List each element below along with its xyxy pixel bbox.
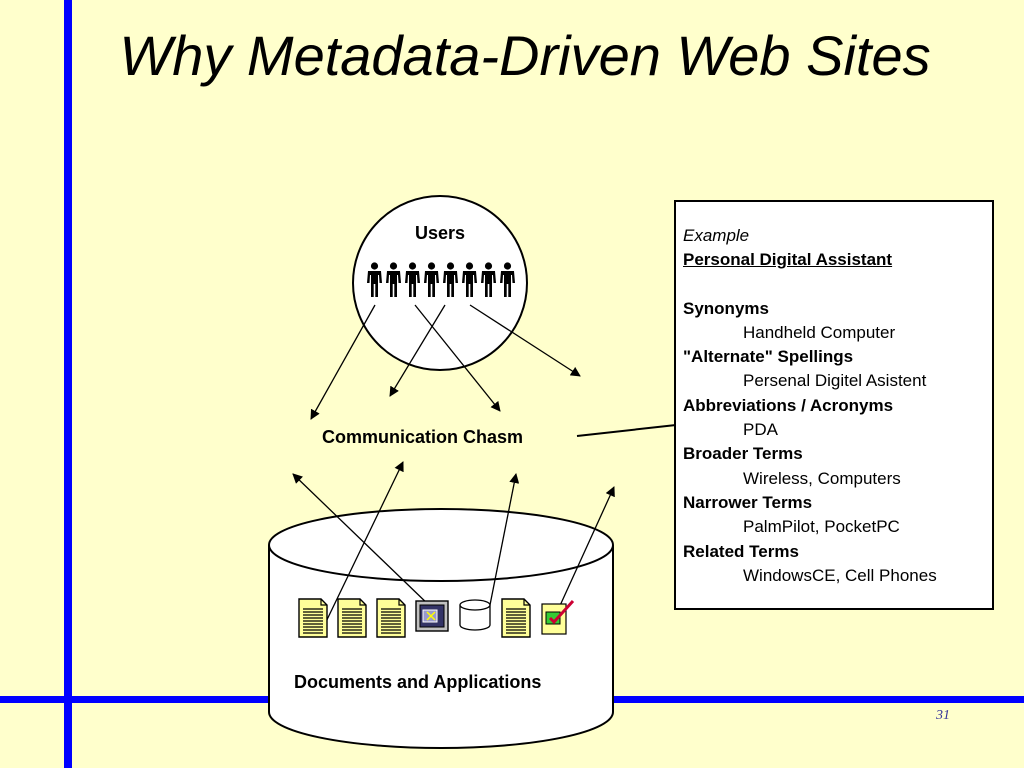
example-heading: Personal Digital Assistant [683,250,893,270]
page-number: 31 [936,708,950,723]
document-icon [337,598,367,638]
arrow-users-to-chasm-left [310,304,376,420]
document-icon [298,598,328,638]
example-term: "Alternate" Spellings [683,347,854,367]
example-term: Synonyms [683,298,769,318]
document-icon [376,598,406,638]
example-spacer [683,273,984,297]
repository-cylinder [268,508,614,749]
application-window-icon [415,598,449,632]
people-group [365,262,517,298]
example-caption: Example [683,226,750,245]
arrow-app-to-chasm-left [292,473,433,609]
example-term-value: Wireless, Computers [743,468,901,488]
example-box: Example Personal Digital Assistant Synon… [674,200,994,610]
example-term-value: PalmPilot, PocketPC [743,517,900,537]
connector-to-example [576,424,677,437]
document-icon [501,598,531,638]
arrow-doc-to-chasm [322,461,404,629]
example-term-value: WindowsCE, Cell Phones [743,565,937,585]
example-term-value: Persenal Digitel Asistent [743,371,927,391]
database-icon [458,598,492,632]
example-term: Abbreviations / Acronyms [683,395,894,415]
example-term: Narrower Terms [683,492,813,512]
vertical-accent-bar [64,0,72,768]
person-icon [441,262,460,298]
arrow-check-to-chasm [557,486,615,611]
arrow-db-to-chasm [487,473,520,616]
arrow-users-to-edge [469,304,581,377]
arrow-users-to-chasm-right [414,304,501,412]
example-term-value: Handheld Computer [743,322,896,342]
person-icon [498,262,517,298]
person-icon [479,262,498,298]
example-term-value: PDA [743,420,778,440]
person-icon [403,262,422,298]
person-icon [460,262,479,298]
slide-title: Why Metadata-Driven Web Sites [119,24,931,87]
repository-icons [298,598,576,638]
checklist-icon [540,598,576,636]
repository-label: Documents and Applications [294,672,542,692]
person-icon [422,262,441,298]
person-icon [365,262,384,298]
communication-chasm-label: Communication Chasm [322,427,524,447]
users-label: Users [414,223,466,243]
example-term: Related Terms [683,541,799,561]
example-term: Broader Terms [683,444,803,464]
person-icon [384,262,403,298]
arrow-users-to-chasm-mid [389,304,446,397]
users-circle [352,195,528,371]
